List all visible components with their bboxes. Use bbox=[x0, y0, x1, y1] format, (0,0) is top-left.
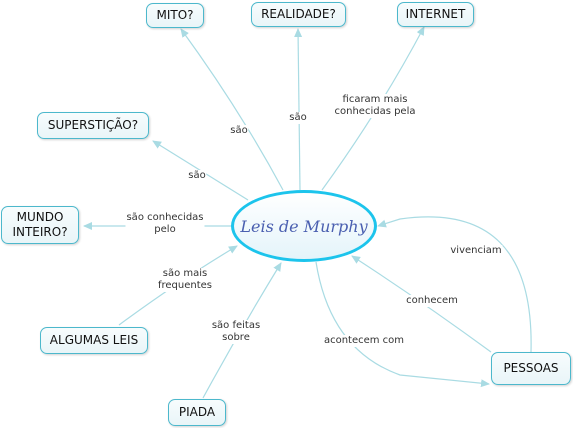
node-mundo-inteiro[interactable]: MUNDO INTEIRO? bbox=[1, 206, 79, 244]
link-realidade bbox=[294, 28, 303, 191]
node-realidade-label: REALIDADE? bbox=[261, 7, 336, 21]
link-label-supersticao: são bbox=[187, 170, 207, 182]
node-supersticao-label: SUPERSTIÇÃO? bbox=[47, 118, 139, 132]
node-pessoas[interactable]: PESSOAS bbox=[491, 352, 571, 385]
central-label: Leis de Murphy bbox=[240, 216, 368, 236]
central-node[interactable]: Leis de Murphy bbox=[231, 190, 377, 262]
node-pessoas-label: PESSOAS bbox=[503, 361, 559, 375]
link-label-algumas: são mais frequentes bbox=[156, 268, 214, 292]
node-piada-label: PIADA bbox=[178, 405, 216, 419]
link-label-mundo: são conhecidas pelo bbox=[125, 212, 205, 236]
link-label-acontecem: acontecem com bbox=[322, 335, 406, 347]
node-algumas-leis-label: ALGUMAS LEIS bbox=[49, 333, 139, 347]
link-label-vivenciam: vivenciam bbox=[449, 245, 503, 257]
link-label-piada: são feitas sobre bbox=[210, 320, 262, 344]
link-vivenciam bbox=[377, 216, 532, 353]
link-label-internet: ficaram mais conhecidas pela bbox=[333, 94, 417, 118]
node-supersticao[interactable]: SUPERSTIÇÃO? bbox=[37, 112, 149, 139]
link-label-mito: são bbox=[229, 125, 249, 137]
node-internet-label: INTERNET bbox=[405, 7, 466, 21]
node-internet[interactable]: INTERNET bbox=[397, 2, 474, 27]
node-mito-label: MITO? bbox=[156, 8, 194, 22]
link-acontecem bbox=[315, 261, 490, 388]
node-piada[interactable]: PIADA bbox=[168, 399, 226, 426]
node-algumas-leis[interactable]: ALGUMAS LEIS bbox=[40, 327, 148, 354]
link-label-conhecem: conhecem bbox=[405, 295, 459, 307]
link-label-realidade: são bbox=[288, 112, 308, 124]
node-mundo-inteiro-label: MUNDO INTEIRO? bbox=[12, 210, 68, 239]
node-mito[interactable]: MITO? bbox=[146, 3, 204, 28]
node-realidade[interactable]: REALIDADE? bbox=[251, 2, 346, 27]
link-mito bbox=[180, 28, 284, 191]
